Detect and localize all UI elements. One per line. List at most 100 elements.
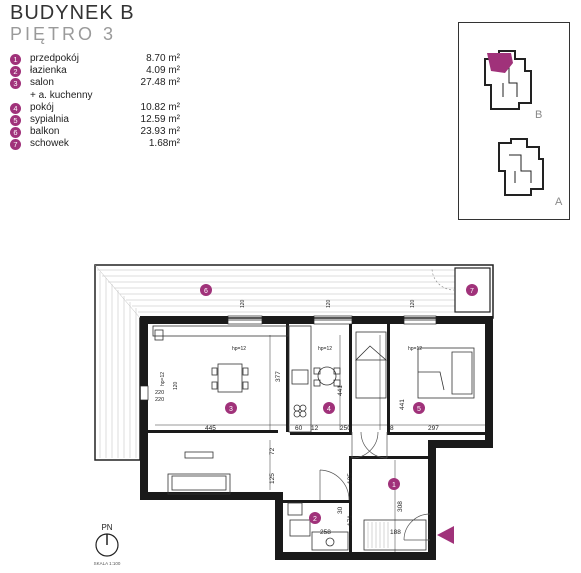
room-number-badge: 1 (10, 54, 21, 65)
dim-label: 12 (311, 425, 319, 432)
room-name: salon (30, 77, 54, 89)
room-marker-2: 2 (309, 512, 321, 524)
dim-label: 120 (173, 381, 179, 390)
fridge (154, 329, 164, 341)
floor-label: PIĘTRO 3 (10, 24, 117, 44)
dim-label: 250 (340, 425, 351, 432)
dimension-lines (155, 335, 485, 552)
dim-label: 188 (390, 529, 401, 536)
room-number-badge: 3 (10, 78, 21, 90)
hp-label: hp=12 (160, 372, 166, 386)
single-bed (355, 331, 387, 399)
interior-walls (148, 324, 485, 552)
furniture (152, 325, 475, 551)
building-title: BUDYNEK B (10, 2, 135, 24)
balcony-decking (94, 264, 455, 458)
exterior-walls (140, 316, 493, 560)
toilet (287, 502, 303, 516)
room-area: 10.82 m² (140, 101, 180, 113)
north-label: PN (101, 523, 112, 532)
room-name: łazienka (30, 65, 67, 77)
room-marker-7: 7 (466, 284, 478, 296)
room-name: przedpokój (30, 53, 79, 64)
room-marker-3: 3 (225, 402, 237, 414)
svg-text:4: 4 (327, 406, 331, 413)
room-number-badge: 5 (10, 114, 21, 126)
room-area: 4.09 m² (146, 65, 180, 77)
room-area: 1.68m² (148, 138, 180, 150)
kitchen-counter (152, 325, 289, 337)
dim-label: 220 (155, 397, 164, 403)
dining-table (217, 363, 243, 393)
scale-label: SKALA 1:100 (94, 561, 121, 566)
dim-label: 120 (240, 299, 246, 308)
room-legend: 1 przedpokój 8.70 m² 2 łazienka 4.09 m² 3 sal… (10, 53, 180, 151)
svg-text:6: 6 (204, 288, 208, 295)
dim-label: 120 (326, 299, 332, 308)
storage-door (431, 267, 456, 291)
coffee-table (317, 366, 337, 386)
kitchen-counter-side (288, 325, 312, 433)
washbasin (289, 519, 311, 537)
dim-label: 377 (275, 371, 282, 382)
entrance-arrow-icon (437, 526, 454, 544)
svg-text:3: 3 (229, 406, 233, 413)
svg-text:5: 5 (417, 406, 421, 413)
double-bed (417, 347, 475, 399)
room-number-badge: 6 (10, 127, 21, 139)
dim-label: 445 (205, 425, 216, 432)
kitchen-sink (291, 369, 309, 385)
north-arrow-icon (95, 533, 119, 557)
dim-label: 171 (347, 515, 354, 526)
room-number-badge: 7 (10, 139, 21, 151)
dim-label: 220 (155, 390, 164, 396)
svg-text:2: 2 (313, 516, 317, 523)
room-marker-1: 1 (388, 478, 400, 490)
dim-label: 297 (428, 425, 439, 432)
svg-text:1: 1 (392, 482, 396, 489)
dim-label: 30 (337, 506, 344, 514)
dim-label: 125 (269, 473, 276, 484)
hp-label: hp=12 (232, 346, 246, 352)
hp-label: hp=12 (318, 346, 332, 352)
legend-row-1: 1 przedpokój 8.70 m² (10, 53, 180, 65)
room-number-badge: 4 (10, 102, 21, 114)
legend-row-3b: + a. kuchenny (10, 90, 180, 102)
door-room5 (360, 431, 388, 459)
door-bathroom (319, 469, 350, 501)
bathtub (311, 531, 349, 551)
entrance-door (403, 513, 431, 541)
dim-label: 308 (397, 501, 404, 512)
dim-label: 258 (320, 529, 331, 536)
svg-text:7: 7 (470, 288, 474, 295)
room-marker-6: 6 (200, 284, 212, 296)
dim-label: 441 (399, 399, 406, 410)
dim-label: 120 (410, 299, 416, 308)
building-a-outline (498, 138, 544, 196)
legend-row-3: 3 salon 27.48 m² (10, 77, 180, 90)
door-room4 (351, 431, 379, 459)
room-marker-4: 4 (323, 402, 335, 414)
dim-label: 441 (337, 385, 344, 396)
room-area: 27.48 m² (140, 77, 180, 89)
room-area: 8.70 m² (146, 53, 180, 64)
room-name: balkon (30, 126, 60, 138)
room-number-badge: 2 (10, 66, 21, 78)
building-a-label: A (555, 196, 563, 208)
apartment-highlight (487, 53, 513, 73)
room-area: 12.59 m² (140, 113, 180, 125)
doors (319, 431, 431, 541)
dim-label: 60 (295, 425, 303, 432)
room-name: sypialnia (30, 113, 69, 125)
windows (139, 315, 437, 401)
key-plan: B A (458, 22, 570, 220)
room-name-extra: + a. kuchenny (30, 89, 93, 101)
room-markers: 1 2 3 4 5 6 7 (200, 284, 478, 524)
key-plan-drawing: B A (484, 50, 563, 208)
sofa (167, 473, 231, 495)
dim-label: 72 (269, 447, 276, 455)
dim-label: 125 (347, 473, 354, 484)
room-name: pokój (30, 101, 54, 113)
